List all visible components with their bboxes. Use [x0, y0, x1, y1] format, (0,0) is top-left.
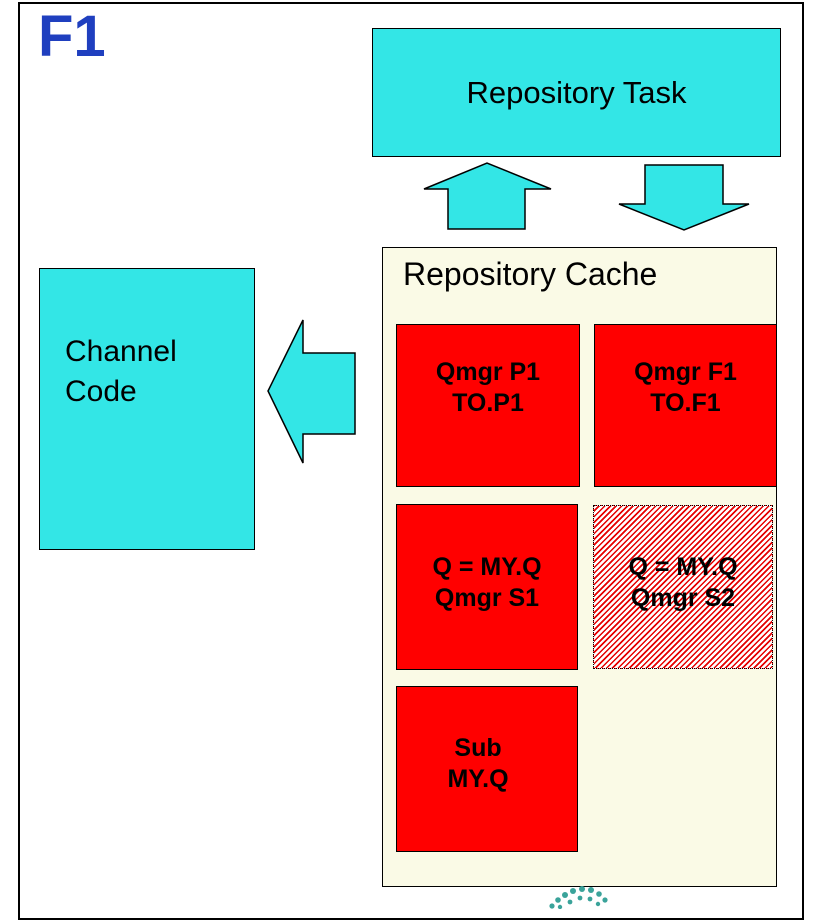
repository-task-box: Repository Task — [372, 28, 781, 157]
repository-cache-label: Repository Cache — [403, 256, 658, 292]
cache-entry-qmgr-p1: Qmgr P1 TO.P1 — [396, 324, 580, 487]
cache-entry-line1: Q = MY.Q — [432, 553, 542, 581]
diagram-title: F1 — [38, 4, 106, 69]
cache-entry-line2: Qmgr S2 — [630, 584, 736, 612]
cache-entry-line1: Sub — [454, 734, 502, 762]
cache-entry-line2: MY.Q — [447, 765, 509, 793]
cache-entry-queue-s1: Q = MY.Q Qmgr S1 — [396, 504, 578, 670]
cache-entry-line2: Qmgr S1 — [434, 584, 540, 612]
channel-code-box — [39, 268, 255, 550]
cache-entry-line1: Q = MY.Q — [628, 553, 738, 581]
cache-entry-line1: Qmgr F1 — [634, 357, 737, 386]
cache-entry-subscription: Sub MY.Q — [396, 686, 578, 852]
cache-entry-queue-s2-hatched: Q = MY.Q Qmgr S2 — [593, 505, 773, 669]
logo-dots-icon — [549, 886, 608, 909]
cache-entry-line2: TO.P1 — [452, 388, 524, 417]
cache-entry-qmgr-f1: Qmgr F1 TO.F1 — [594, 324, 777, 487]
repository-task-label: Repository Task — [466, 74, 687, 110]
cache-entry-line1: Qmgr P1 — [435, 357, 541, 386]
cache-entry-line2: TO.F1 — [650, 388, 721, 417]
channel-code-label: Channel Code — [65, 335, 177, 408]
